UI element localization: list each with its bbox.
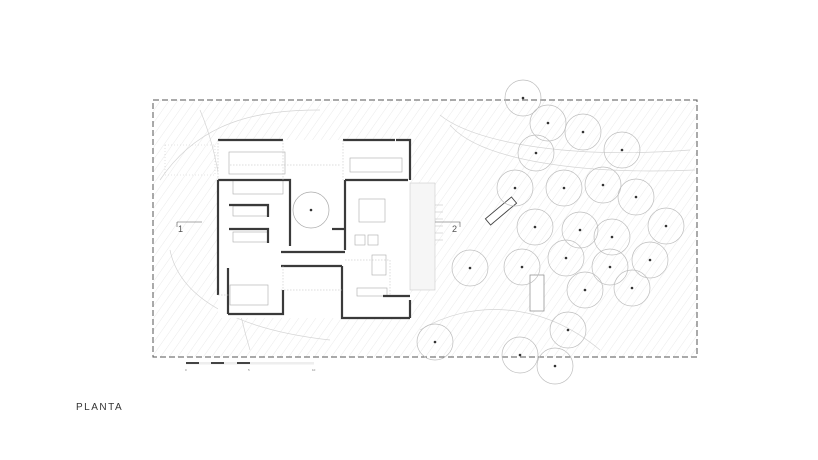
tree-canopy — [564, 113, 602, 151]
tree-trunk — [546, 121, 550, 125]
tree-trunk — [581, 130, 585, 134]
scale-label-0: 0 — [185, 368, 187, 372]
tree-trunk — [630, 286, 634, 290]
section-label-1: 1 — [178, 224, 183, 234]
courtyard-tree — [292, 191, 330, 229]
bench — [484, 196, 518, 226]
tree-canopy — [603, 131, 641, 169]
tree-trunk — [620, 148, 624, 152]
tree-trunk — [634, 195, 638, 199]
tree-canopy — [517, 134, 555, 172]
tree-canopy — [501, 336, 539, 374]
tree-trunk — [534, 151, 538, 155]
tree-canopy — [593, 218, 631, 256]
tree-trunk — [608, 265, 612, 269]
tree-trunk — [610, 235, 614, 239]
tree-trunk — [521, 96, 525, 100]
tree-trunk — [578, 228, 582, 232]
tree-trunk — [533, 225, 537, 229]
tree-canopy — [416, 323, 454, 361]
tree-canopy — [503, 248, 541, 286]
tree-trunk — [648, 258, 652, 262]
tree-canopy — [547, 239, 585, 277]
tree-canopy — [451, 249, 489, 287]
tree-canopy — [496, 169, 534, 207]
tree-trunk — [468, 266, 472, 270]
section-label-2: 2 — [452, 224, 457, 234]
deck-steps — [435, 204, 443, 241]
trees — [416, 79, 685, 385]
section-marker-1 — [176, 221, 202, 227]
drawing-title: PLANTA — [76, 402, 124, 413]
tree-trunk — [520, 265, 524, 269]
section-marker-2 — [435, 221, 461, 227]
tree-trunk — [566, 328, 570, 332]
tree-canopy — [536, 347, 574, 385]
walls — [216, 138, 412, 320]
scale-bar: 0 5 10 — [185, 362, 316, 372]
tree-canopy — [504, 79, 542, 117]
tree-trunk — [562, 186, 566, 190]
tree-canopy — [516, 208, 554, 246]
tree-canopy — [613, 269, 651, 307]
tree-trunk — [553, 364, 557, 368]
tree-trunk — [583, 288, 587, 292]
tree-canopy — [631, 241, 669, 279]
tree-canopy — [561, 211, 599, 249]
tree-canopy — [566, 271, 604, 309]
scale-label-5: 5 — [248, 368, 250, 372]
tree-trunk — [564, 256, 568, 260]
tree-canopy — [617, 178, 655, 216]
tree-canopy — [591, 248, 629, 286]
tree-canopy — [545, 169, 583, 207]
house — [164, 138, 436, 320]
pool — [529, 274, 545, 312]
scale-label-10: 10 — [312, 368, 316, 372]
tree-trunk — [518, 353, 522, 357]
tree-trunk — [601, 183, 605, 187]
tree-canopy — [549, 311, 587, 349]
tree-canopy — [584, 166, 622, 204]
tree-trunk — [664, 224, 668, 228]
tree-trunk — [433, 340, 437, 344]
tree-canopy — [647, 207, 685, 245]
tree-canopy — [529, 104, 567, 142]
tree-trunk — [513, 186, 517, 190]
